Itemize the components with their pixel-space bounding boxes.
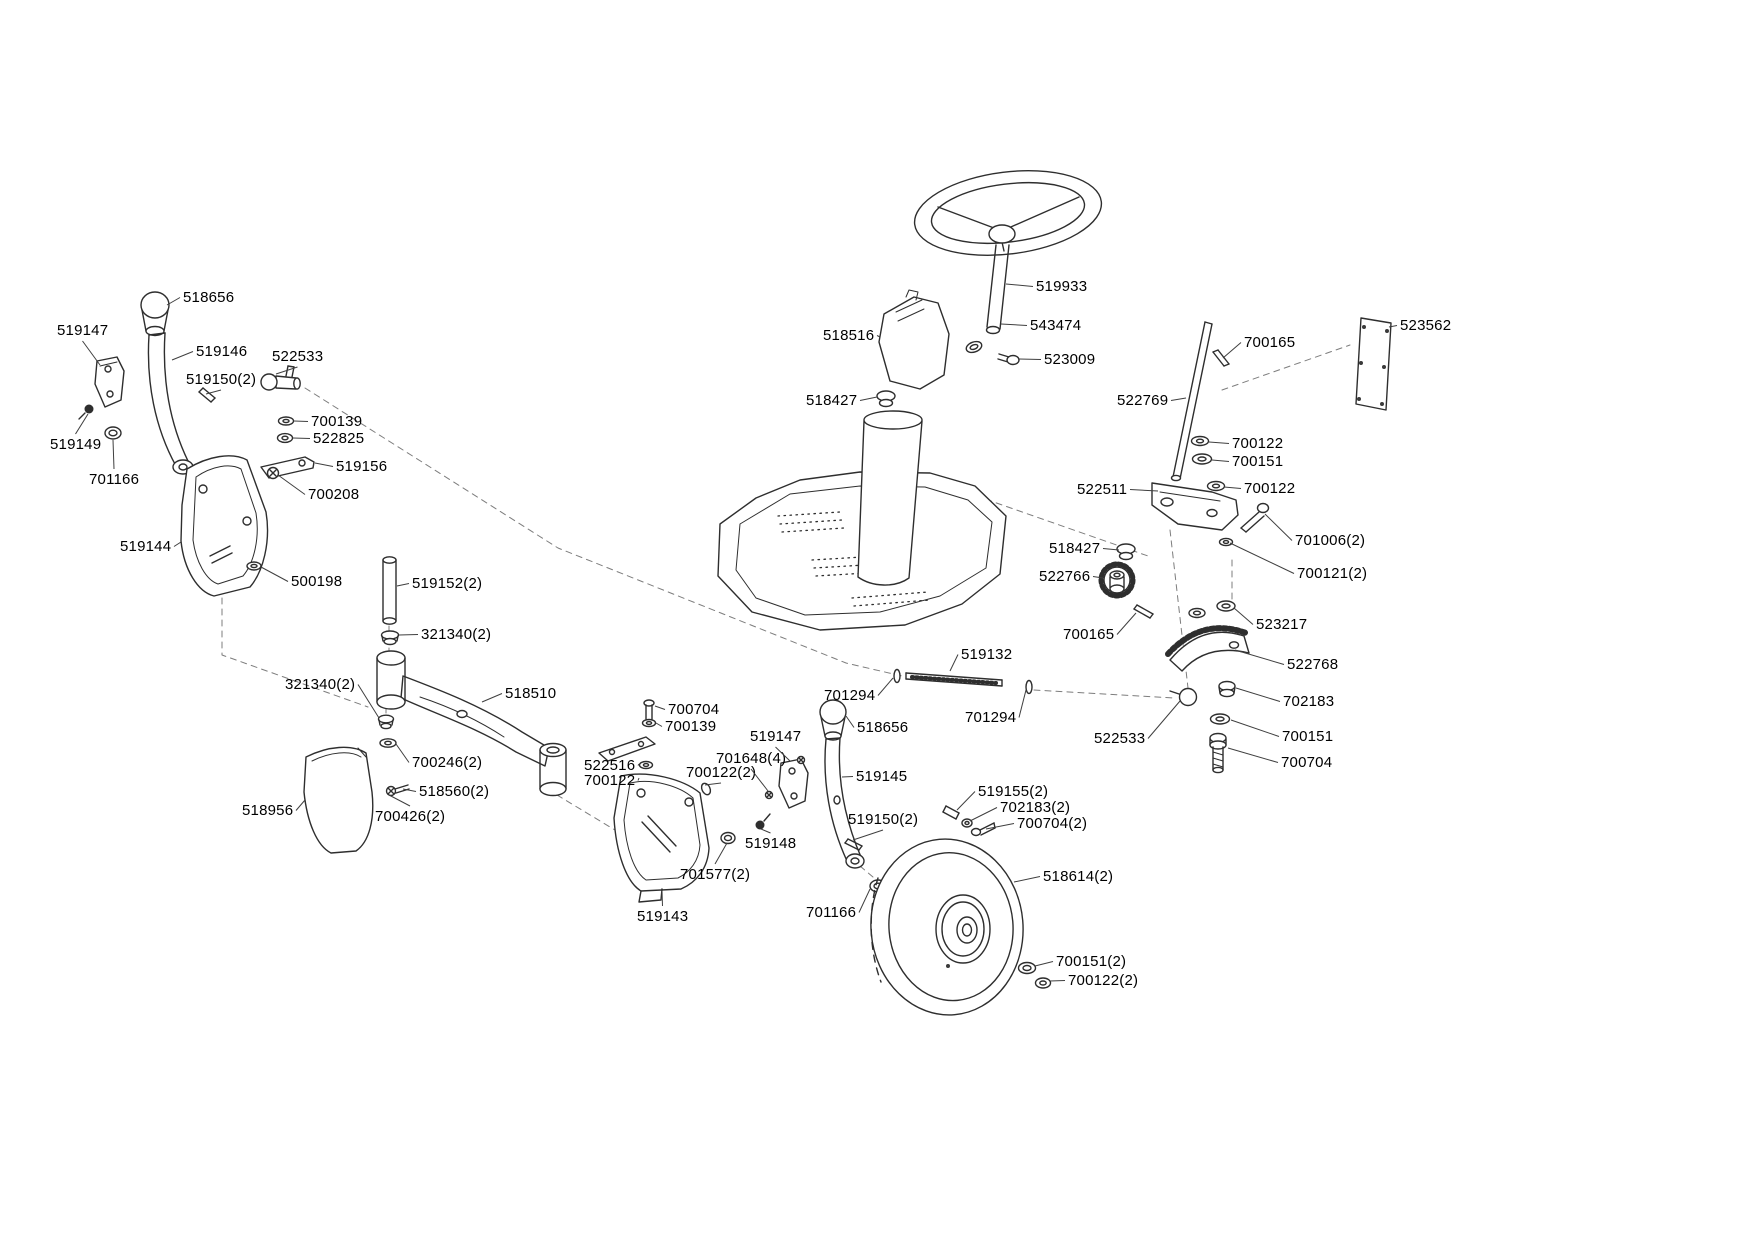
- part-label: 518656: [183, 289, 235, 306]
- part-label: 700122: [1232, 435, 1284, 452]
- part-label: 519152(2): [412, 575, 483, 592]
- part-label: 701294: [824, 687, 876, 704]
- part-label: 519132: [961, 646, 1013, 663]
- part-label: 701006(2): [1295, 532, 1366, 549]
- part-label: 522768: [1287, 656, 1339, 673]
- part-label: 701166: [89, 471, 140, 488]
- part-label: 700704: [668, 701, 720, 718]
- part-label: 702183(2): [1000, 799, 1071, 816]
- part-label: 519155(2): [978, 783, 1049, 800]
- part-label: 518516: [823, 327, 875, 344]
- part-label: 522766: [1039, 568, 1091, 585]
- part-label: 700165: [1063, 626, 1115, 643]
- part-label: 321340(2): [421, 626, 492, 643]
- part-label: 700151(2): [1056, 953, 1127, 970]
- part-label: 522769: [1117, 392, 1169, 409]
- part-label: 701648(4): [716, 750, 787, 767]
- part-label: 519148: [745, 835, 797, 852]
- part-label: 701294: [965, 709, 1017, 726]
- part-label: 518560(2): [419, 783, 490, 800]
- part-label: 522825: [313, 430, 365, 447]
- part-label: 519143: [637, 908, 689, 925]
- part-label: 700139: [311, 413, 363, 430]
- part-label: 543474: [1030, 317, 1082, 334]
- part-label: 523562: [1400, 317, 1452, 334]
- part-label: 519144: [120, 538, 172, 555]
- part-label: 519147: [750, 728, 802, 745]
- part-label: 700122: [584, 772, 636, 789]
- part-label: 519933: [1036, 278, 1088, 295]
- part-label: 701577(2): [680, 866, 751, 883]
- part-label: 702183: [1283, 693, 1335, 710]
- part-label: 518614(2): [1043, 868, 1114, 885]
- part-label: 700704(2): [1017, 815, 1088, 832]
- part-label: 700121(2): [1297, 565, 1368, 582]
- part-label: 519145: [856, 768, 908, 785]
- part-label: 519146: [196, 343, 248, 360]
- part-label: 518427: [806, 392, 858, 409]
- part-label: 523009: [1044, 351, 1096, 368]
- part-label: 519150(2): [848, 811, 919, 828]
- part-label: 700122(2): [1068, 972, 1139, 989]
- part-label: 701166: [806, 904, 857, 921]
- part-label: 522516: [584, 757, 636, 774]
- part-label: 700246(2): [412, 754, 483, 771]
- part-label: 519150(2): [186, 371, 257, 388]
- part-label: 518427: [1049, 540, 1101, 557]
- part-label: 518656: [857, 719, 909, 736]
- part-label: 700165: [1244, 334, 1296, 351]
- part-label: 518510: [505, 685, 557, 702]
- part-label: 700151: [1232, 453, 1284, 470]
- part-label: 700704: [1281, 754, 1333, 771]
- part-label: 522511: [1077, 481, 1128, 498]
- part-label: 700139: [665, 718, 717, 735]
- part-label: 700122(2): [686, 764, 757, 781]
- part-label: 700426(2): [375, 808, 446, 825]
- part-label: 518956: [242, 802, 294, 819]
- part-label: 500198: [291, 573, 343, 590]
- part-label: 522533: [1094, 730, 1146, 747]
- part-label: 519147: [57, 322, 109, 339]
- part-label: 519149: [50, 436, 102, 453]
- part-label: 522533: [272, 348, 324, 365]
- part-label: 700151: [1282, 728, 1334, 745]
- part-label: 321340(2): [285, 676, 356, 693]
- part-label: 700208: [308, 486, 360, 503]
- part-label: 519156: [336, 458, 388, 475]
- part-label: 700122: [1244, 480, 1296, 497]
- part-label: 523217: [1256, 616, 1308, 633]
